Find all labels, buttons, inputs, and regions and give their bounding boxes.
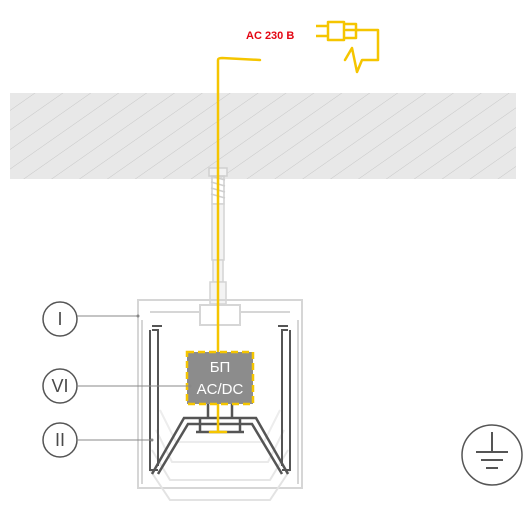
cable-route	[208, 28, 380, 434]
callout-profile: I	[42, 301, 140, 337]
voltage-label: AC 230 В	[246, 30, 294, 42]
callout-bracket: II	[42, 422, 154, 458]
psu-label-type: БП	[210, 359, 231, 376]
power-supply-unit: БП AC/DC	[185, 350, 255, 406]
profile-body	[137, 299, 303, 501]
callout-label-ii: II	[55, 430, 65, 450]
psu-label-acdc: AC/DC	[197, 381, 244, 398]
callout-label-vi: VI	[51, 376, 68, 396]
callout-label-i: I	[57, 309, 62, 329]
callout-psu: VI	[42, 368, 192, 404]
ceiling-slab	[10, 93, 516, 179]
mounting-bracket	[150, 404, 290, 475]
plug-icon	[316, 20, 358, 42]
ground-icon	[461, 424, 523, 486]
